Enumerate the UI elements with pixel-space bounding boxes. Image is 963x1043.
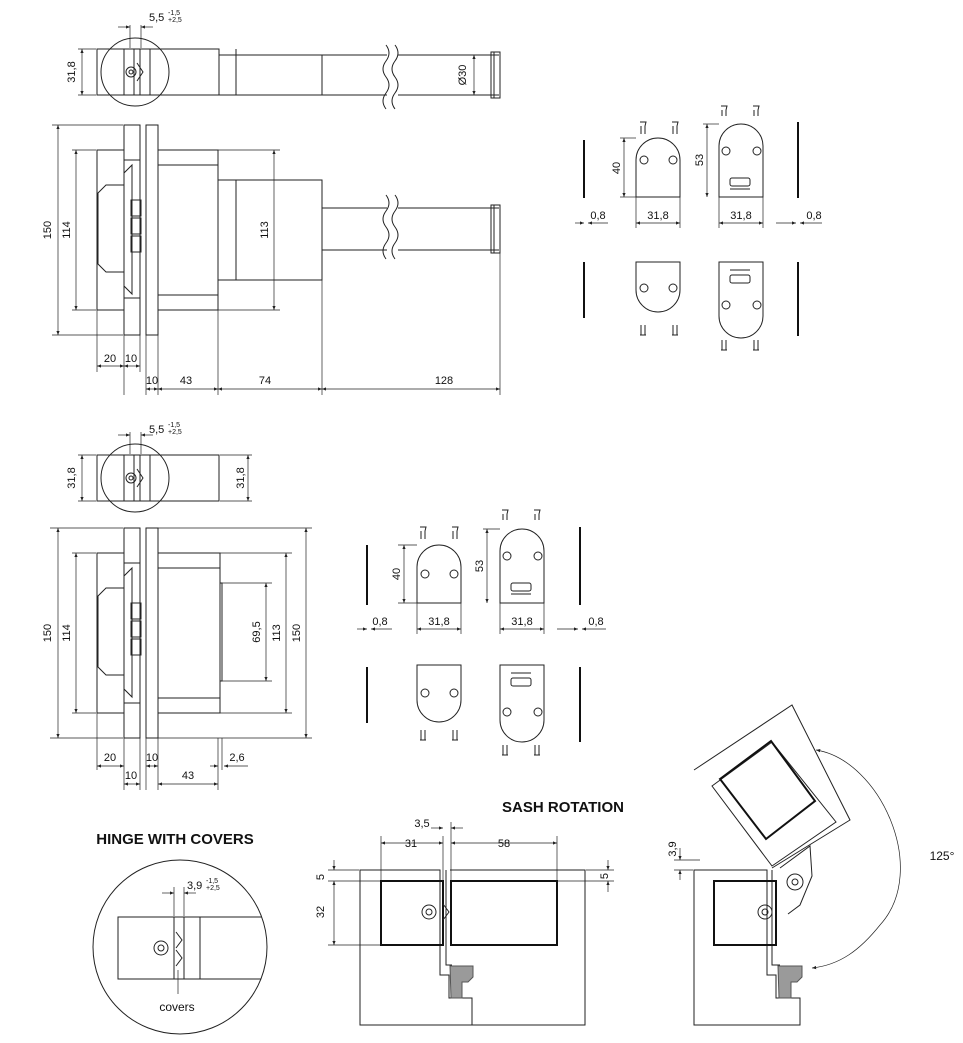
dim-width-318-6: 31,8 (428, 616, 449, 628)
dim-width-58: 58 (498, 838, 510, 850)
dim-height-5-2: 5 (599, 873, 611, 879)
dim-angle-125: 125° (930, 849, 955, 863)
dim-width-20-1: 20 (104, 353, 116, 365)
label-covers: covers (159, 1000, 194, 1014)
dim-height-40-2: 40 (391, 568, 403, 580)
dim-width-26: 2,6 (229, 752, 244, 764)
dim-height-114-2: 114 (61, 624, 73, 642)
dim-height-150-3: 150 (291, 624, 303, 642)
dim-tol-minus-2: +2,5 (168, 429, 182, 436)
dim-offset-08-3: 0,8 (372, 616, 387, 628)
dim-height-32: 32 (315, 906, 327, 918)
dim-width-318-7: 31,8 (511, 616, 532, 628)
dim-offset-08-4: 0,8 (588, 616, 603, 628)
title-sash-rotation: SASH ROTATION (502, 799, 624, 816)
dim-height-39: 3,9 (667, 841, 679, 856)
dim-tol-plus-2: -1,5 (168, 422, 180, 429)
dim-height-40-1: 40 (611, 162, 623, 174)
hinge-rod-top-view (78, 25, 501, 110)
dim-height-53-1: 53 (694, 154, 706, 166)
dim-width-20-2: 20 (104, 752, 116, 764)
dim-height-113-1: 113 (259, 221, 271, 239)
dim-width-43-2: 43 (182, 770, 194, 782)
dim-height-695: 69,5 (251, 621, 263, 642)
sash-rotation-open (674, 704, 901, 1026)
dim-width-10-3: 10 (125, 770, 137, 782)
dim-gap-top-2: 5,5 (149, 424, 164, 436)
dim-width-10-1: 10 (125, 353, 137, 365)
dim-width-10-2: 10 (146, 375, 158, 387)
dim-width-318-2: 31,8 (647, 210, 668, 222)
sash-rotation-closed (328, 822, 614, 1026)
dim-height-114-1: 114 (61, 221, 73, 239)
dim-height-150-1: 150 (42, 221, 54, 239)
dim-gap-covers: 3,9 (187, 880, 202, 892)
dim-height-150-2: 150 (42, 624, 54, 642)
cover-plates-lower (357, 509, 606, 756)
dim-width-318-1: 31,8 (66, 61, 78, 82)
hinge-rod-front-view (52, 124, 501, 395)
dim-width-128: 128 (435, 375, 453, 387)
dim-offset-08-2: 0,8 (806, 210, 821, 222)
dim-height-53-2: 53 (474, 560, 486, 572)
dim-tol-minus-1: +2,5 (168, 17, 182, 24)
dim-gap-35: 3,5 (414, 818, 429, 830)
dim-tol-cov-minus: +2,5 (206, 885, 220, 892)
dim-height-113-2: 113 (271, 624, 283, 642)
dimension-labels: 5,5 -1,5 +2,5 31,8 Ø30 150 114 113 20 10… (42, 10, 955, 1014)
dim-diam-30: Ø30 (457, 65, 469, 86)
dim-width-74: 74 (259, 375, 271, 387)
dim-width-318-4: 31,8 (66, 467, 78, 488)
hinge-norod-top-view (78, 432, 252, 513)
dim-width-10-4: 10 (146, 752, 158, 764)
hinge-norod-front-view (50, 527, 312, 790)
dim-gap-top-1: 5,5 (149, 12, 164, 24)
dim-width-318-3: 31,8 (730, 210, 751, 222)
dim-tol-plus-1: -1,5 (168, 10, 180, 17)
dim-width-31: 31 (405, 838, 417, 850)
dim-width-43-1: 43 (180, 375, 192, 387)
dim-offset-08-1: 0,8 (590, 210, 605, 222)
dim-width-318-5: 31,8 (235, 467, 247, 488)
hinge-covers-detail (92, 859, 268, 1035)
dim-height-5-1: 5 (315, 874, 327, 880)
cover-plates-upper (575, 105, 822, 351)
dim-tol-cov-plus: -1,5 (206, 878, 218, 885)
title-hinge-with-covers: HINGE WITH COVERS (96, 831, 254, 848)
